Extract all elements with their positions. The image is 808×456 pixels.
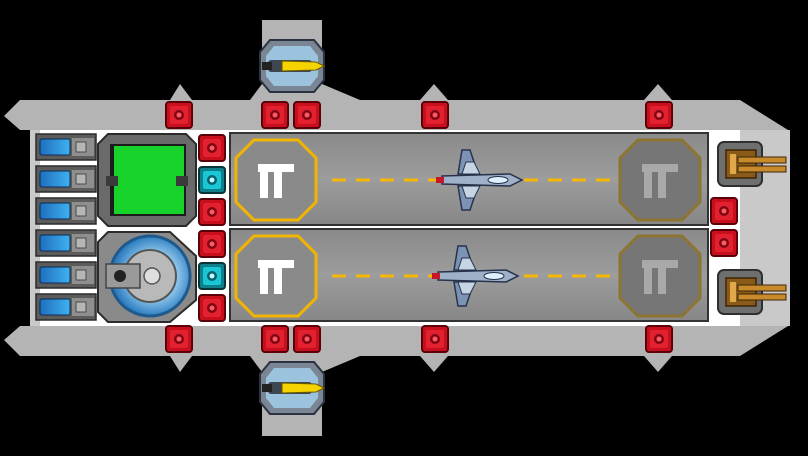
turret-icon[interactable] [259,39,325,93]
system-tile [710,197,738,225]
battery-icon [35,229,97,257]
system-tile [293,101,321,129]
turret-icon[interactable] [259,361,325,415]
system-tile [645,101,673,129]
launch-pad-end-bottom[interactable] [618,234,702,318]
system-tile [645,325,673,353]
battery-icon [35,293,97,321]
battery-icon [35,197,97,225]
launch-pad-end-top[interactable] [618,138,702,222]
reactor-icon[interactable] [97,133,197,227]
system-tile [261,325,289,353]
launch-pad-start-top[interactable] [234,138,318,222]
system-tile [198,134,226,162]
system-tile [198,294,226,322]
system-tile [165,325,193,353]
system-tile [198,262,226,290]
system-tile [198,230,226,258]
system-tile [261,101,289,129]
battery-icon [35,133,97,161]
system-tile [421,101,449,129]
system-tile [293,325,321,353]
system-tile [165,101,193,129]
system-tile [421,325,449,353]
shield-generator-icon[interactable] [97,231,197,323]
battery-icon [35,261,97,289]
system-tile [198,198,226,226]
launch-pad-start-bottom[interactable] [234,234,318,318]
system-tile [198,166,226,194]
battery-icon [35,165,97,193]
system-tile [710,229,738,257]
